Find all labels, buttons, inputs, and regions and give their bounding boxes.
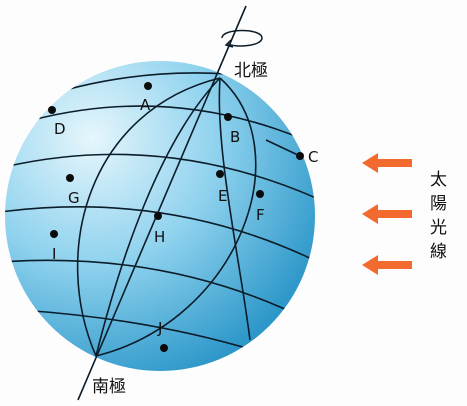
point-e-label: E [218, 187, 227, 205]
sunlight-arrows [362, 153, 412, 275]
point-j-dot [160, 344, 168, 352]
sunlight-label-char: 太 [430, 170, 447, 190]
sunlight-arrow-icon [362, 153, 412, 173]
sunlight-label-char: 光 [430, 218, 447, 238]
rotation-axis [77, 5, 247, 401]
point-b-dot [224, 113, 232, 121]
point-h-dot [154, 212, 162, 220]
point-i-dot [50, 230, 58, 238]
rotation-arrow-icon [221, 29, 263, 47]
point-a-dot [144, 82, 152, 90]
sunlight-label-char: 線 [430, 242, 447, 262]
sunlight-arrow-icon [362, 204, 412, 224]
point-f-label: F [256, 206, 265, 224]
point-g-label: G [68, 189, 80, 207]
point-j-label: J [157, 319, 162, 337]
sunlight-label-char: 陽 [430, 194, 447, 214]
point-f-dot [256, 190, 264, 198]
point-b-label: B [230, 128, 240, 146]
point-a-label: A [140, 96, 151, 114]
point-i-label: I [52, 245, 56, 263]
point-g-dot [66, 174, 74, 182]
point-e-dot [216, 170, 224, 178]
point-d-label: D [54, 120, 66, 138]
north-pole-label: 北極 [234, 61, 268, 81]
sunlight-arrow-icon [362, 255, 412, 275]
point-h-label: H [154, 228, 165, 246]
south-pole-label: 南極 [92, 377, 126, 397]
sunlight-label: 太 陽 光 線 [430, 170, 447, 262]
latitude-longitude-grid [5, 72, 315, 363]
point-d-dot [48, 106, 56, 114]
point-c-label: C [308, 148, 318, 166]
